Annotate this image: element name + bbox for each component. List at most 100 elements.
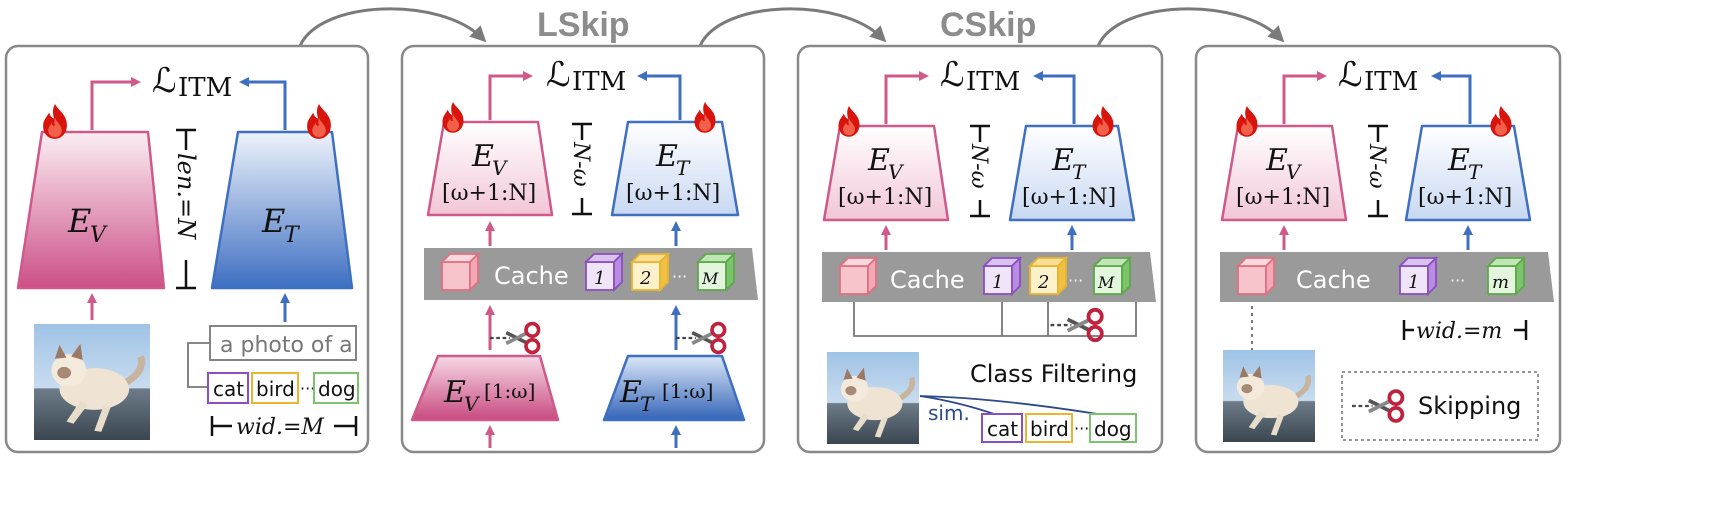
vision-encoder-bottom <box>410 354 560 422</box>
loss-symbol: ℒ <box>940 55 965 95</box>
text-encoder-top <box>1008 124 1136 222</box>
et-subscript: T <box>676 156 691 180</box>
cube-label: M <box>701 269 719 288</box>
class-chip-cat <box>981 413 1023 443</box>
cube-2: 2 <box>1027 255 1069 297</box>
class-label: bird <box>1030 417 1069 441</box>
range-top: [ω+1:N] <box>1022 185 1116 210</box>
loss-subscript: ITM <box>572 67 626 97</box>
filter-lines <box>853 302 1137 337</box>
panel-cskip: ℒ ITM E V [ω+1:N] E T [ω+1:N] N-ω Cache <box>796 44 1164 454</box>
vision-encoder-top <box>1220 124 1348 222</box>
loss-symbol: ℒ <box>1338 55 1363 95</box>
blue-arrow-to-loss <box>637 71 682 120</box>
cube-dots: ··· <box>672 267 687 286</box>
ev-subscript: V <box>90 223 108 248</box>
et-label: E <box>655 139 678 174</box>
blue-arrow-to-loss <box>1033 71 1076 124</box>
depth-bracket: N-ω <box>966 124 991 218</box>
class-label: bird <box>256 377 295 401</box>
blue-arrow-to-loss <box>239 77 287 130</box>
et-subscript: T <box>1072 160 1087 184</box>
et-label: E <box>619 375 642 410</box>
range-top: [ω+1:N] <box>1418 185 1512 210</box>
et-label: E <box>1447 143 1470 178</box>
text-encoder-top <box>610 120 740 217</box>
cache-label: Cache <box>890 266 965 294</box>
cat-image <box>827 352 919 444</box>
cube-dots: ··· <box>1450 271 1465 290</box>
vision-encoder-top <box>426 120 554 217</box>
class-chip-cat <box>207 372 249 404</box>
cube-m: M <box>695 251 737 293</box>
cube-label: m <box>1492 272 1509 293</box>
legend-box <box>1341 371 1539 441</box>
ev-label: E <box>867 143 890 178</box>
ev-subscript: V <box>492 156 509 180</box>
ev-label: E <box>471 139 494 174</box>
cache-label: Cache <box>494 262 569 290</box>
class-label: cat <box>213 377 244 401</box>
panel-lskip: ℒ ITM E V [ω+1:N] E T [ω+1:N] N-ω Cache <box>400 44 766 454</box>
cube-label: 2 <box>1037 272 1049 293</box>
arrow-cskip <box>698 7 887 47</box>
title-cskip: CSkip <box>940 6 1036 44</box>
pink-arrow-to-loss <box>488 71 533 120</box>
cat-image <box>34 324 150 440</box>
range-top: [ω+1:N] <box>626 181 720 206</box>
class-label: dog <box>318 377 356 401</box>
cube-label: 1 <box>594 268 605 289</box>
pink-arrow-to-loss <box>1282 71 1327 124</box>
class-label: cat <box>987 417 1018 441</box>
range-bottom: [1:ω] <box>662 379 713 403</box>
ev-label: E <box>443 375 466 410</box>
et-subscript: T <box>640 392 655 416</box>
width-label: wid.=m <box>1416 319 1502 344</box>
cube-m-small: m <box>1485 255 1527 297</box>
loss-subscript: ITM <box>1364 67 1418 97</box>
pink-arrow-to-loss <box>90 77 141 130</box>
cube-m: M <box>1091 255 1133 297</box>
range-top: [ω+1:N] <box>1236 185 1330 210</box>
width-bracket: wid.=m <box>1402 316 1528 344</box>
cube-pink <box>1235 255 1277 297</box>
width-bracket: wid.=M <box>210 412 358 440</box>
cube-1: 1 <box>583 251 625 293</box>
loss-subscript: ITM <box>966 67 1020 97</box>
legend-label: Skipping <box>1418 392 1521 420</box>
depth-label: N-ω <box>1364 143 1389 189</box>
text-encoder <box>210 130 354 290</box>
vision-encoder <box>16 130 166 290</box>
et-label: E <box>1051 143 1074 178</box>
depth-bracket: N-ω <box>1364 124 1389 218</box>
cube-pink <box>837 255 879 297</box>
cat-image <box>1223 350 1315 442</box>
et-label: E <box>261 202 285 240</box>
arrow-lskip <box>298 7 487 47</box>
cube-dots: ··· <box>1068 271 1083 290</box>
text-encoder-top <box>1404 124 1532 222</box>
ev-label: E <box>1265 143 1288 178</box>
ev-subscript: V <box>888 160 905 184</box>
cube-1: 1 <box>1397 255 1439 297</box>
class-chip-dog <box>1089 413 1137 443</box>
filter-label: Class Filtering <box>970 360 1137 388</box>
pink-arrow-to-loss <box>884 71 929 124</box>
et-subscript: T <box>284 223 301 248</box>
depth-label: N-ω <box>568 141 593 187</box>
range-bottom: [1:ω] <box>484 379 535 403</box>
cube-label: 1 <box>992 272 1003 293</box>
title-lskip: LSkip <box>537 6 630 44</box>
cube-1: 1 <box>981 255 1023 297</box>
panel-combined: ℒ ITM E V [ω+1:N] E T [ω+1:N] N-ω Cache <box>1194 44 1562 454</box>
sim-label: sim. <box>928 401 970 425</box>
depth-label: N-ω <box>966 143 991 189</box>
range-top: [ω+1:N] <box>838 185 932 210</box>
vision-encoder-top <box>822 124 950 222</box>
depth-bracket: N-ω <box>568 122 593 216</box>
loss-symbol: ℒ <box>546 55 571 95</box>
cube-pink <box>439 251 481 293</box>
width-label: wid.=M <box>236 415 324 440</box>
panel-baseline: ℒ ITM E V E T len.=N a photo of a cat <box>4 44 370 454</box>
